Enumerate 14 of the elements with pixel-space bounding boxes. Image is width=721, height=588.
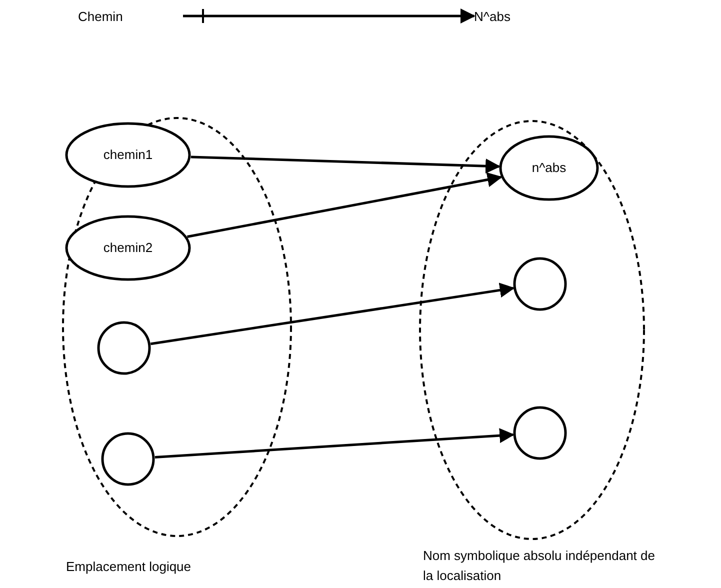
group-caption: Nom symbolique absolu indépendant de la localisation — [423, 547, 656, 585]
group-caption: Emplacement logique — [66, 558, 192, 576]
ellipse-node — [65, 122, 191, 188]
node-label: Chemin — [78, 10, 123, 22]
ellipse-node — [499, 135, 599, 201]
node-text: chemin2 — [103, 239, 153, 258]
circle-node — [513, 406, 567, 460]
ellipse-node — [65, 215, 191, 281]
circle-node — [513, 257, 567, 311]
node-text: n^abs — [532, 159, 566, 178]
circle-node — [97, 321, 151, 375]
node-text: chemin1 — [103, 146, 153, 164]
circle-node — [101, 432, 155, 486]
node-label: N^abs — [474, 10, 510, 22]
